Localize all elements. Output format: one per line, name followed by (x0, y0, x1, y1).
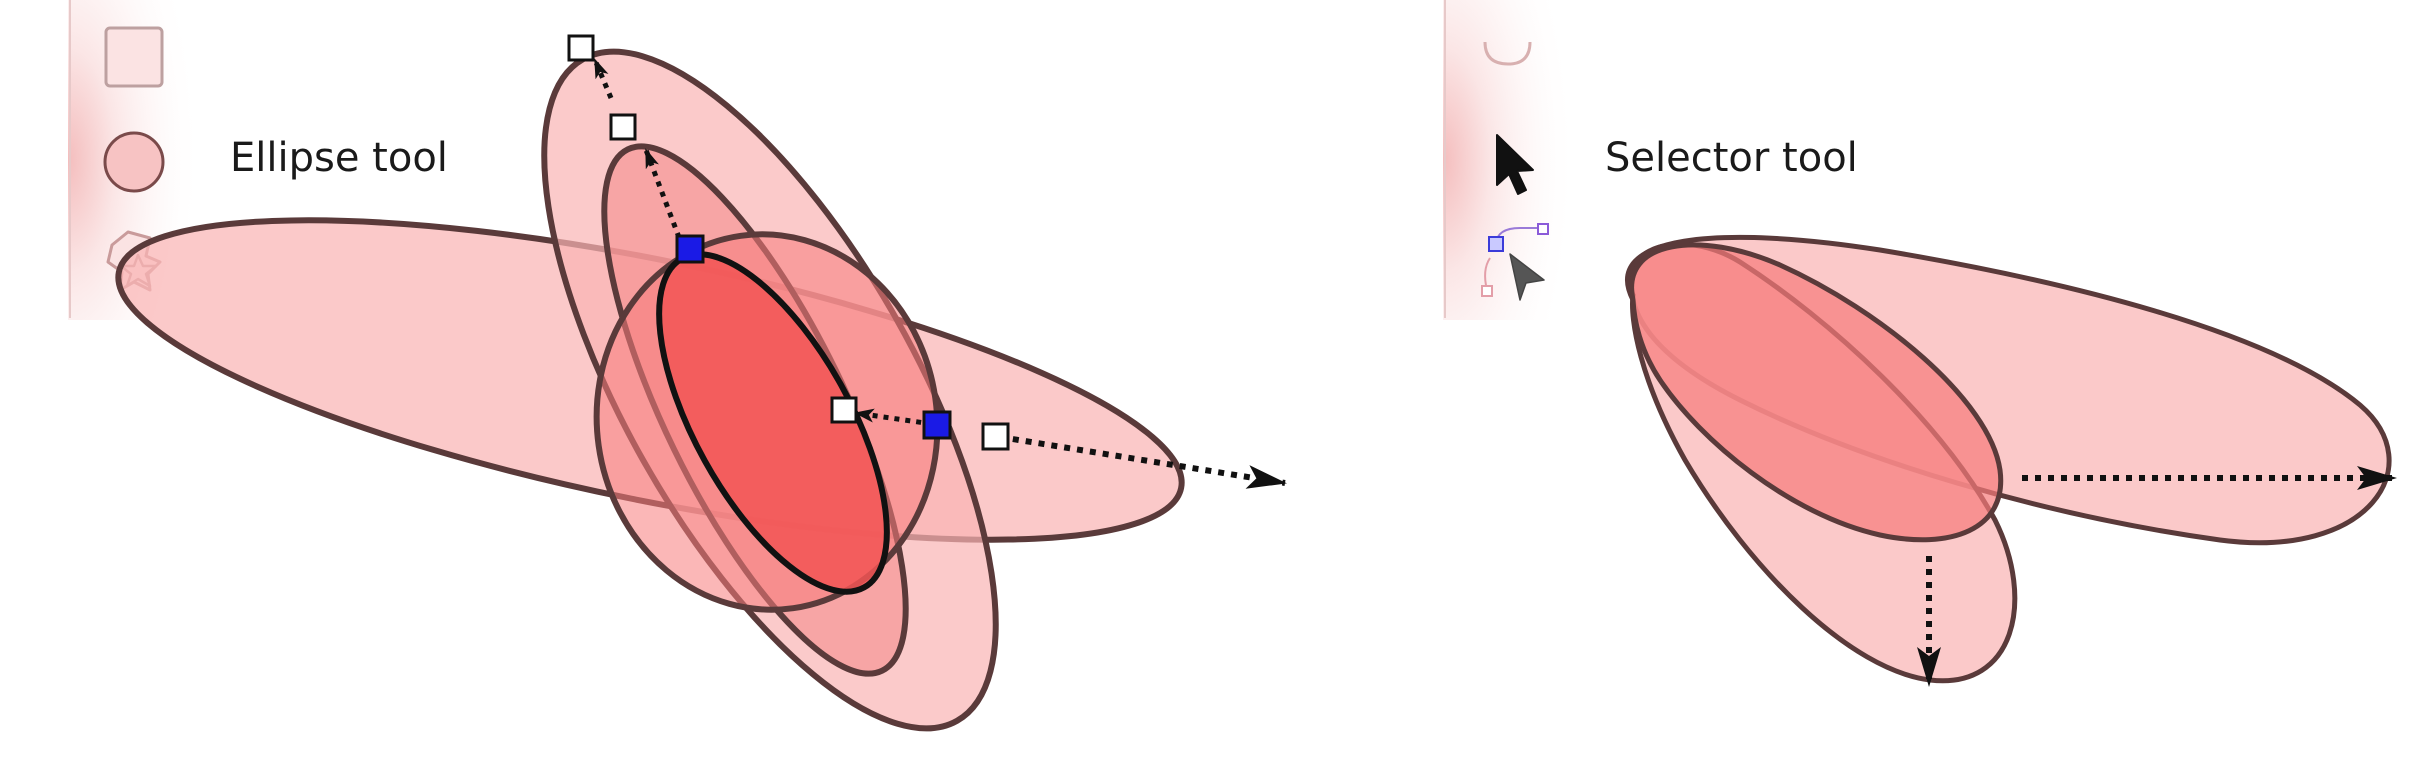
handle-inactive-top-outer[interactable] (567, 34, 595, 62)
selector-tool-diagram (1625, 234, 2397, 687)
selector-arrow-icon[interactable] (1496, 134, 1534, 195)
node-edit-tool-icon[interactable] (1481, 223, 1549, 301)
handle-inactive-right[interactable] (981, 422, 1010, 451)
handle-active-right[interactable] (922, 410, 952, 440)
ellipse-tool-caption: Ellipse tool (230, 135, 448, 181)
handle-active-top[interactable] (675, 234, 705, 264)
arrow-drag-left (854, 408, 933, 427)
selector-tool-caption: Selector tool (1605, 135, 1858, 181)
rectangle-tool-icon[interactable] (104, 26, 164, 88)
handle-inactive-top-inner[interactable] (609, 113, 637, 141)
handle-inactive-center[interactable] (830, 396, 858, 424)
ellipse-tool-icon[interactable] (103, 131, 165, 193)
arrow-drag-right (999, 434, 1287, 489)
ellipse-original (1629, 242, 2004, 543)
toolbar-right (1443, 0, 1577, 320)
partial-tool-icon[interactable] (1483, 41, 1532, 66)
ellipse-tool-diagram (115, 34, 1287, 732)
arrow-drag-up-outer (592, 58, 614, 99)
